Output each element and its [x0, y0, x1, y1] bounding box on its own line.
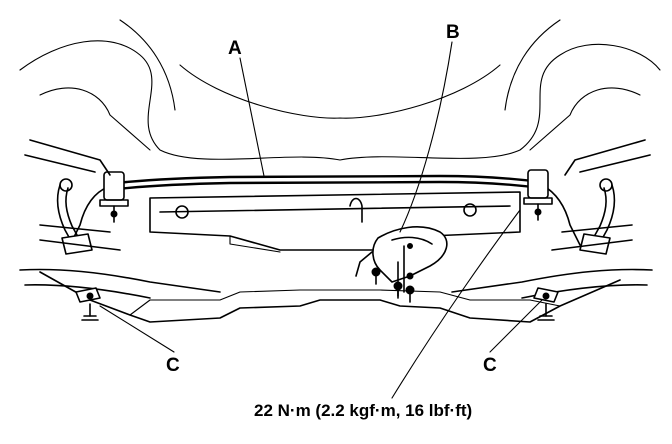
bar-holder-left — [99, 171, 129, 223]
bracket-b — [355, 226, 448, 297]
fastener-c-left — [75, 287, 101, 321]
callout-b: B — [446, 22, 460, 43]
bracket-bolts — [371, 267, 415, 303]
rear-axle-beam — [149, 191, 521, 253]
fastener-c-right — [533, 287, 559, 321]
left-suspension-links — [19, 139, 221, 299]
callout-a: A — [228, 38, 242, 59]
leader-lines — [99, 41, 543, 399]
torque-spec-label: 22 N·m (2.2 kgf·m, 16 lbf·ft) — [254, 401, 473, 420]
stabilizer-bar — [69, 174, 581, 246]
lower-frame — [39, 271, 621, 323]
bar-holder-right — [523, 169, 553, 221]
right-suspension-links — [451, 139, 653, 299]
callout-c-right: C — [483, 355, 497, 376]
callout-c-left: C — [166, 355, 180, 376]
body-outline — [19, 19, 661, 161]
